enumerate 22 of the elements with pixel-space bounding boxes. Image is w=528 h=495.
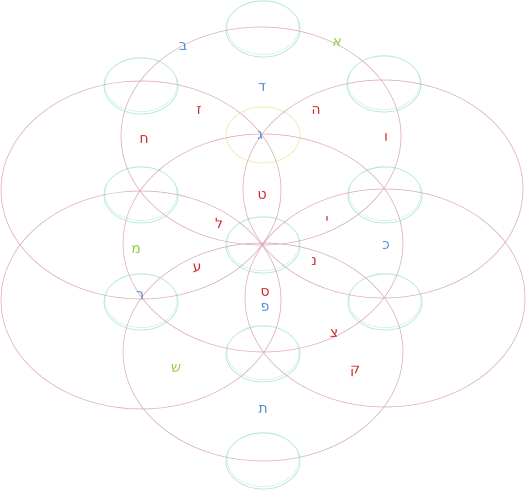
letter: ל (216, 218, 222, 228)
letter: ב (180, 42, 186, 50)
letter: ח (140, 135, 148, 143)
letter: כ (382, 241, 389, 249)
letter: ת (258, 405, 266, 413)
letter: ה (312, 106, 320, 114)
letter: ר (136, 291, 143, 299)
letter: ג (258, 131, 262, 139)
letter: י (326, 216, 328, 221)
letter: ט (258, 191, 266, 199)
letter: מ (132, 245, 140, 253)
letter: נ (312, 257, 316, 265)
letter: פ (262, 303, 269, 311)
letter: ש (172, 364, 180, 372)
letter: ס (262, 288, 269, 296)
letter: ע (193, 264, 200, 272)
letter: א (334, 38, 340, 46)
letter: ק (351, 366, 359, 376)
letter: צ (330, 329, 337, 337)
letter: ו (385, 133, 387, 141)
letter: ד (258, 83, 266, 91)
letter: ז (197, 106, 201, 114)
